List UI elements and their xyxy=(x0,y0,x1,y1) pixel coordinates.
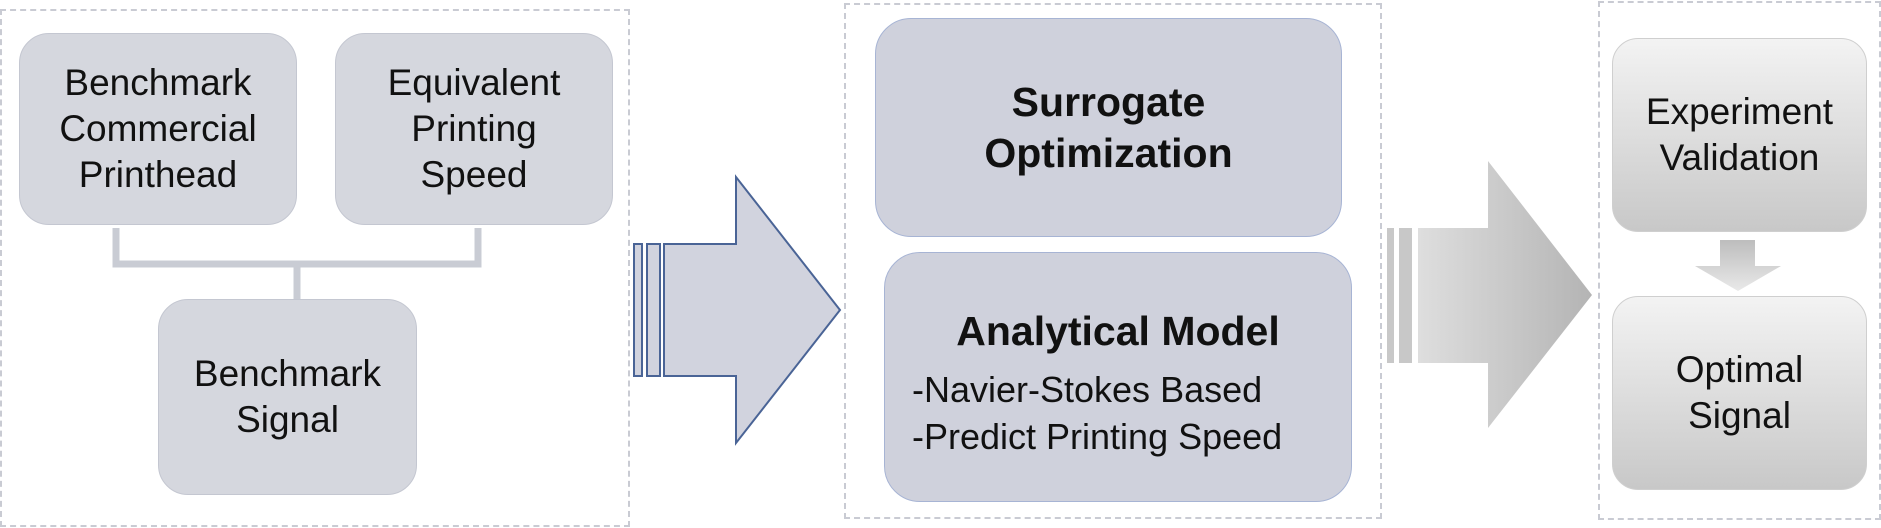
optimization-panel xyxy=(844,3,1382,519)
surrogate-optimization-line-2: Optimization xyxy=(984,129,1233,176)
optimal-signal-line-2: Signal xyxy=(1688,395,1791,436)
input-bracket-connector xyxy=(112,228,482,300)
inputs-panel xyxy=(0,9,630,527)
grey-arrow-icon xyxy=(1387,161,1592,428)
optimal-signal-line-1: Optimal xyxy=(1675,349,1804,390)
benchmark-printhead-line-3: Printhead xyxy=(78,154,238,195)
blue-arrow-icon xyxy=(633,174,842,446)
printing-speed-box: Equivalent Printing Speed xyxy=(335,33,613,225)
benchmark-signal-box: Benchmark Signal xyxy=(158,299,417,495)
printing-speed-line-2: Printing xyxy=(411,108,537,149)
down-arrow-icon xyxy=(1695,240,1781,291)
analytical-model-bullets: -Navier-Stokes Based -Predict Printing S… xyxy=(912,366,1282,460)
analytical-model-box: Analytical Model xyxy=(884,252,1352,502)
benchmark-printhead-line-2: Commercial xyxy=(59,108,257,149)
benchmark-printhead-box: Benchmark Commercial Printhead xyxy=(19,33,297,225)
experiment-validation-line-1: Experiment xyxy=(1645,91,1834,132)
outputs-panel xyxy=(1598,1,1881,520)
surrogate-optimization-box: Surrogate Optimization xyxy=(875,18,1342,237)
surrogate-optimization-line-1: Surrogate xyxy=(1011,78,1206,125)
bullet-navier-stokes: -Navier-Stokes Based xyxy=(912,369,1263,410)
benchmark-printhead-line-1: Benchmark xyxy=(64,62,252,103)
experiment-validation-line-2: Validation xyxy=(1659,137,1820,178)
analytical-model-title: Analytical Model xyxy=(956,308,1280,354)
printing-speed-line-3: Speed xyxy=(420,154,528,195)
benchmark-signal-line-2: Signal xyxy=(236,399,339,440)
optimal-signal-box: Optimal Signal xyxy=(1612,296,1867,490)
bullet-printing-speed: -Predict Printing Speed xyxy=(912,416,1283,457)
experiment-validation-box: Experiment Validation xyxy=(1612,38,1867,232)
printing-speed-line-1: Equivalent xyxy=(387,62,561,103)
benchmark-signal-line-1: Benchmark xyxy=(193,353,382,394)
